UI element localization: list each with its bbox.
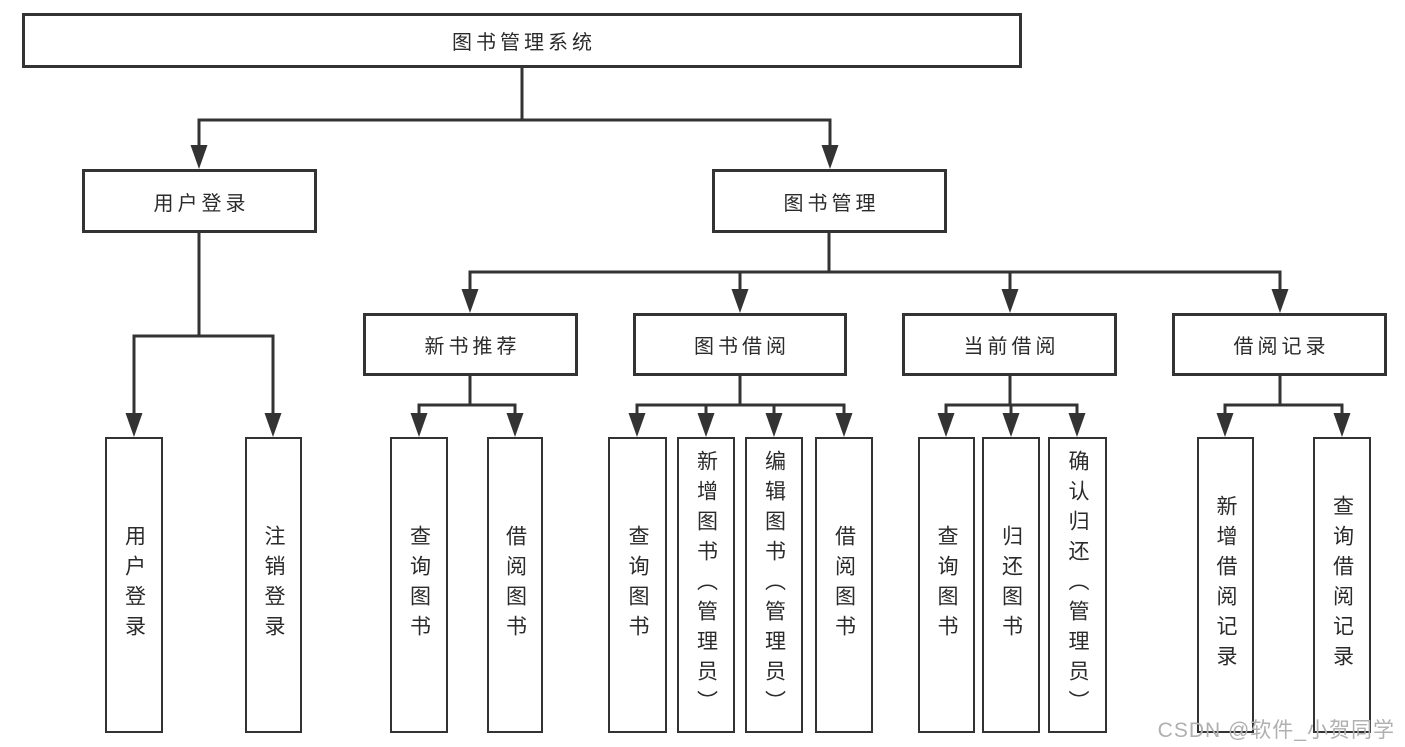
leaf-confirm-return-admin-label: 确认归还（管理员） [1066, 450, 1089, 720]
leaf-borrow-books-recommend-label: 借阅图书 [503, 525, 527, 645]
arrow-icon [731, 289, 749, 313]
leaf-query-borrow-record: 查询借阅记录 [1313, 437, 1371, 733]
connector-newbook-split [417, 403, 517, 416]
node-book-borrowing: 图书借阅 [633, 313, 847, 376]
node-root-label: 图书管理系统 [452, 32, 596, 54]
leaf-edit-books-admin-label: 编辑图书（管理员） [762, 450, 786, 720]
leaf-return-books: 归还图书 [982, 437, 1040, 733]
leaf-query-books-current-label: 查询图书 [935, 525, 958, 645]
node-user-login-label: 用户登录 [153, 192, 250, 215]
arrowheads [125, 145, 1351, 437]
node-root: 图书管理系统 [22, 13, 1022, 68]
leaf-borrow-books-borrowing-label: 借阅图书 [832, 525, 856, 645]
connector-userlogin-split [132, 334, 275, 416]
leaf-query-books-recommend-label: 查询图书 [407, 525, 431, 645]
node-user-login: 用户登录 [82, 169, 317, 233]
arrow-icon [125, 413, 143, 437]
leaf-user-login-label: 用户登录 [122, 525, 146, 645]
arrow-icon [190, 145, 208, 169]
arrow-icon [765, 413, 783, 437]
leaf-user-login: 用户登录 [105, 437, 163, 733]
arrow-icon [628, 413, 646, 437]
csdn-watermark: CSDN @软件_小贺同学 [1157, 719, 1395, 742]
arrow-icon [1216, 413, 1234, 437]
arrow-icon [461, 289, 479, 313]
leaf-add-borrow-record: 新增借阅记录 [1197, 437, 1254, 733]
node-borrowing-records-label: 借阅记录 [1233, 336, 1330, 358]
leaf-confirm-return-admin: 确认归还（管理员） [1048, 437, 1107, 733]
arrow-icon [1333, 413, 1351, 437]
leaf-query-books-recommend: 查询图书 [390, 437, 448, 733]
node-new-book-recommendation: 新书推荐 [363, 313, 578, 376]
leaf-query-borrow-record-label: 查询借阅记录 [1330, 495, 1354, 675]
arrow-icon [835, 413, 853, 437]
arrow-icon [937, 413, 955, 437]
leaf-add-books-admin: 新增图书（管理员） [677, 437, 735, 733]
arrow-icon [697, 413, 715, 437]
node-new-book-recommendation-label: 新书推荐 [424, 336, 521, 358]
leaf-add-books-admin-label: 新增图书（管理员） [694, 450, 718, 720]
arrow-icon [506, 413, 524, 437]
leaf-query-books-borrowing: 查询图书 [608, 437, 667, 733]
connector-bookmgmt-split [468, 270, 1282, 292]
connector-root-split [197, 118, 832, 148]
leaf-edit-books-admin: 编辑图书（管理员） [745, 437, 803, 733]
node-borrowing-records: 借阅记录 [1172, 313, 1387, 376]
node-book-management: 图书管理 [712, 169, 947, 233]
arrow-icon [821, 145, 839, 169]
leaf-logout: 注销登录 [245, 437, 302, 733]
node-book-management-label: 图书管理 [783, 192, 880, 215]
leaf-logout-label: 注销登录 [262, 525, 285, 645]
leaf-query-books-current: 查询图书 [918, 437, 975, 733]
arrow-icon [1002, 413, 1020, 437]
leaf-query-books-borrowing-label: 查询图书 [626, 525, 649, 645]
arrow-icon [264, 413, 282, 437]
node-book-borrowing-label: 图书借阅 [694, 336, 790, 358]
connector-borrowing-split [635, 403, 846, 416]
arrow-icon [1001, 289, 1019, 313]
leaf-add-borrow-record-label: 新增借阅记录 [1214, 495, 1237, 675]
arrow-icon [1271, 289, 1289, 313]
connector-records-split [1223, 403, 1344, 416]
arrow-icon [1068, 413, 1086, 437]
leaf-borrow-books-recommend: 借阅图书 [487, 437, 543, 733]
leaf-return-books-label: 归还图书 [999, 525, 1023, 645]
node-current-borrowing-label: 当前借阅 [963, 336, 1060, 358]
leaf-borrow-books-borrowing: 借阅图书 [815, 437, 873, 733]
node-current-borrowing: 当前借阅 [902, 313, 1117, 376]
arrow-icon [410, 413, 428, 437]
